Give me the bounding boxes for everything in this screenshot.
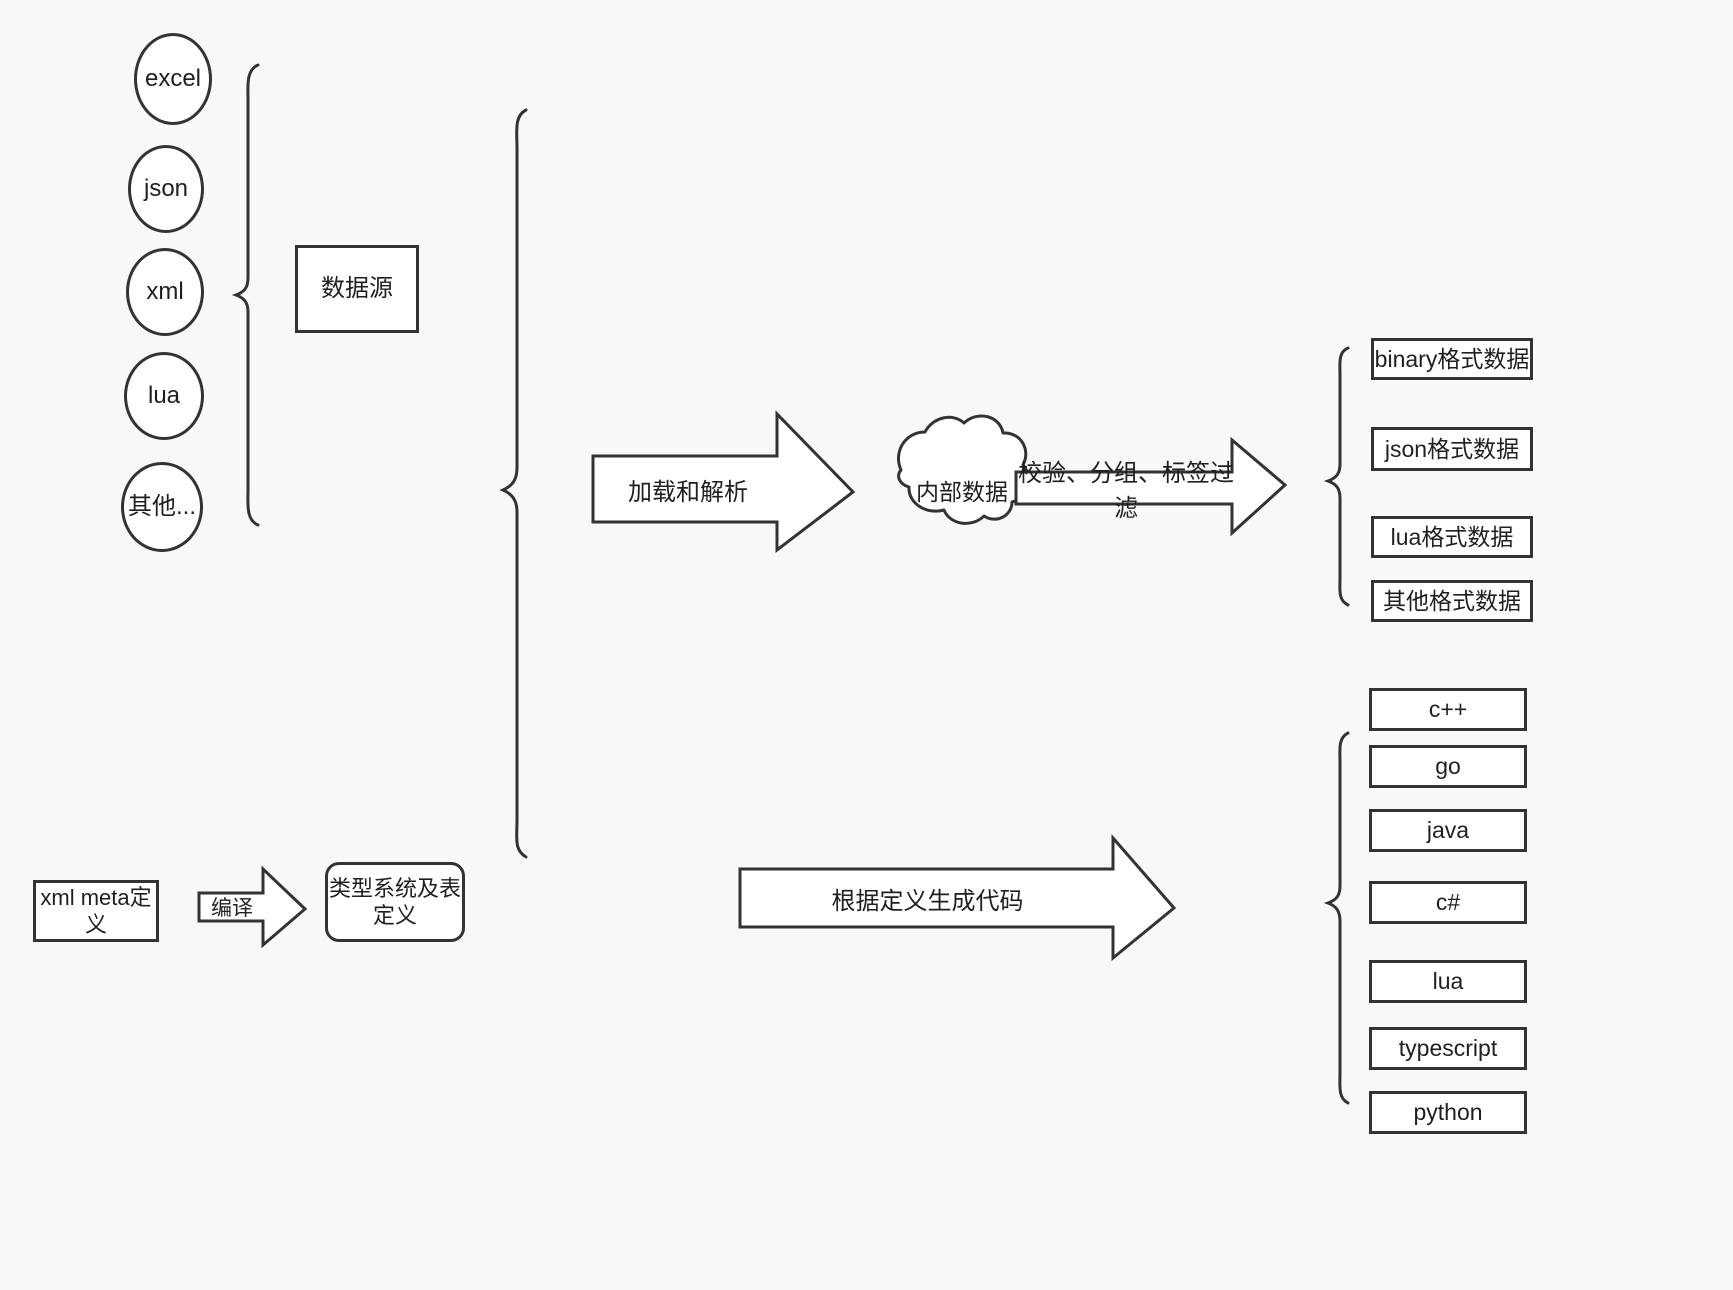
output-format-json[interactable]: json格式数据 <box>1371 427 1533 471</box>
language-label: java <box>1426 817 1470 844</box>
source-node-label: json <box>143 175 189 202</box>
compile-arrow[interactable] <box>197 865 308 949</box>
validate-group-filter-arrow[interactable] <box>1014 436 1288 537</box>
xml-meta-definition-box[interactable]: xml meta定义 <box>33 880 159 942</box>
load-parse-arrow[interactable] <box>591 410 856 554</box>
output-format-other[interactable]: 其他格式数据 <box>1371 580 1533 622</box>
source-node-label: 其他... <box>127 493 196 520</box>
output-format-label: json格式数据 <box>1384 435 1520 462</box>
load-parse-text: 加载和解析 <box>628 478 748 506</box>
type-system-label: 类型系统及表定义 <box>328 875 461 929</box>
internal-data-cloud[interactable] <box>897 414 1031 525</box>
language-label: python <box>1413 1099 1483 1126</box>
language-box-go[interactable]: go <box>1369 745 1527 788</box>
language-label: lua <box>1432 968 1464 995</box>
language-group-brace <box>1323 731 1350 1105</box>
language-box-typescript[interactable]: typescript <box>1369 1027 1527 1070</box>
codegen-arrow-label: 根据定义生成代码 <box>740 869 1115 927</box>
output-format-lua[interactable]: lua格式数据 <box>1371 516 1533 558</box>
language-box-python[interactable]: python <box>1369 1091 1527 1134</box>
source-node-label: lua <box>147 382 181 409</box>
type-system-box[interactable]: 类型系统及表定义 <box>325 862 465 942</box>
source-node-label: excel <box>144 65 202 92</box>
source-group-brace <box>231 63 260 527</box>
language-label: c# <box>1435 889 1461 916</box>
language-box-csharp[interactable]: c# <box>1369 881 1527 924</box>
data-source-box[interactable]: 数据源 <box>295 245 419 333</box>
output-format-label: binary格式数据 <box>1374 345 1530 372</box>
load-parse-arrow-label: 加载和解析 <box>593 456 783 522</box>
data-source-label: 数据源 <box>321 275 393 302</box>
language-label: c++ <box>1428 696 1468 723</box>
validate-group-filter-arrow-label: 校验、分组、标签过滤 <box>1016 460 1236 522</box>
validate-group-filter-text: 校验、分组、标签过滤 <box>1018 460 1234 522</box>
source-node-xml[interactable]: xml <box>126 248 204 336</box>
source-node-excel[interactable]: excel <box>134 33 212 125</box>
codegen-arrow[interactable] <box>738 833 1177 962</box>
language-label: typescript <box>1398 1035 1498 1062</box>
codegen-text: 根据定义生成代码 <box>831 887 1024 915</box>
language-box-lua[interactable]: lua <box>1369 960 1527 1003</box>
output-format-binary[interactable]: binary格式数据 <box>1371 338 1533 380</box>
output-format-label: 其他格式数据 <box>1383 587 1521 614</box>
language-box-cpp[interactable]: c++ <box>1369 688 1527 731</box>
internal-data-cloud-label: 内部数据 <box>892 462 1032 518</box>
language-box-java[interactable]: java <box>1369 809 1527 852</box>
source-node-label: xml <box>146 278 184 305</box>
compile-text: 编译 <box>211 897 253 920</box>
source-node-lua[interactable]: lua <box>124 352 204 440</box>
xml-meta-definition-label: xml meta定义 <box>40 884 152 938</box>
internal-data-text: 内部数据 <box>916 479 1008 505</box>
compile-arrow-label: 编译 <box>199 893 265 921</box>
pipeline-input-brace <box>499 108 528 859</box>
data-format-group-brace <box>1323 346 1350 607</box>
output-format-label: lua格式数据 <box>1390 523 1514 550</box>
language-label: go <box>1435 753 1461 780</box>
source-node-json[interactable]: json <box>128 145 204 233</box>
source-node-other[interactable]: 其他... <box>121 462 203 552</box>
